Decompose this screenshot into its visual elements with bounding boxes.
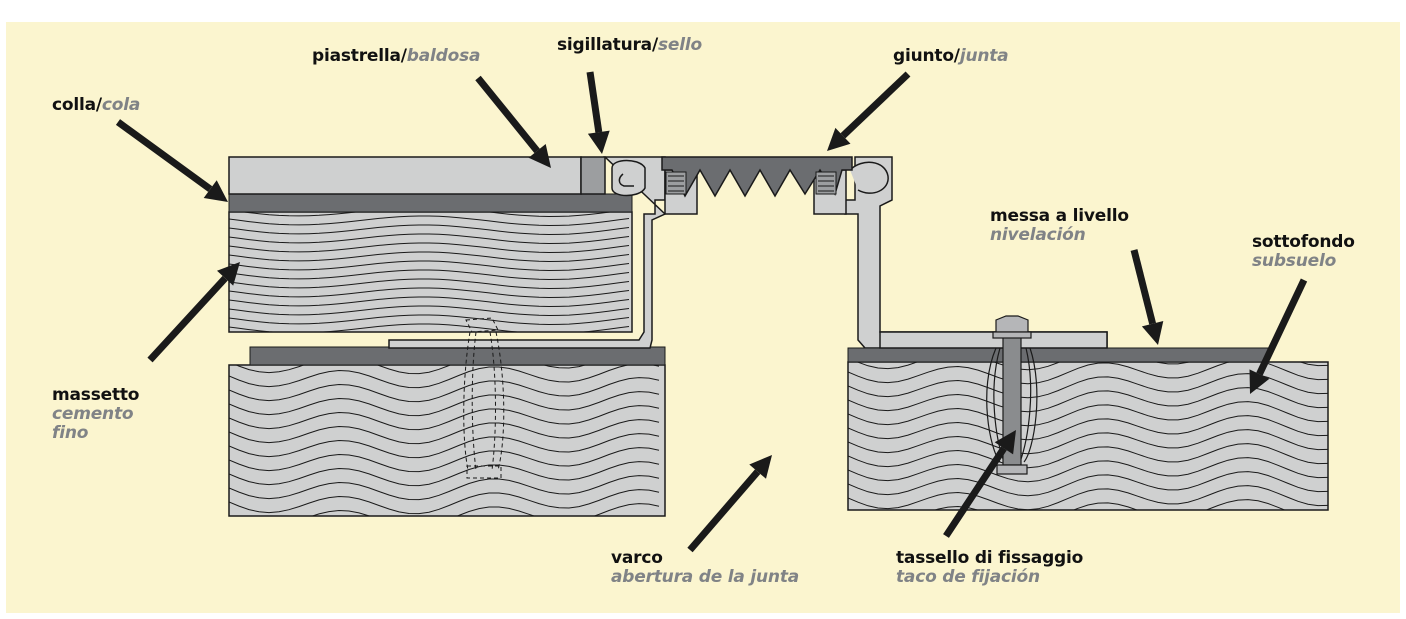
glue-layer	[228, 193, 633, 213]
left-anchor-hidden	[463, 317, 505, 479]
tile	[228, 156, 582, 195]
label-messa-a-livello: messa a livello nivelación	[990, 206, 1129, 245]
label-giunto: giunto/junta	[893, 46, 1009, 66]
label-massetto: massetto cemento fino	[52, 385, 140, 443]
arrow-massetto	[147, 262, 240, 363]
label-piastrella: piastrella/baldosa	[312, 46, 481, 66]
joint-insert	[661, 156, 853, 198]
label-sigillatura: sigillatura/sello	[557, 35, 702, 55]
left-subfloor-block	[228, 364, 666, 517]
right-joint-profile	[813, 156, 1108, 349]
left-screed-block	[228, 211, 633, 333]
left-screed-layer	[249, 346, 666, 366]
fixing-anchor	[986, 315, 1038, 475]
leader-arrows	[115, 71, 1308, 553]
arrow-messa	[1130, 249, 1164, 345]
right-subfloor-block	[847, 361, 1329, 511]
arrow-varco	[687, 455, 772, 553]
label-tassello: tassello di fissaggio taco de fijación	[896, 548, 1084, 587]
label-varco: varco abertura de la junta	[611, 548, 800, 587]
arrow-sottofondo	[1249, 278, 1308, 394]
label-colla: colla/cola	[52, 95, 141, 115]
arrow-colla	[115, 119, 228, 202]
arrow-piastrella	[475, 75, 551, 168]
arrow-tassello	[943, 430, 1016, 538]
arrow-giunto	[827, 71, 911, 151]
arrow-sigillatura	[586, 71, 610, 154]
leveling-layer	[847, 347, 1269, 363]
label-sottofondo: sottofondo subsuelo	[1252, 232, 1355, 271]
seal	[580, 156, 606, 195]
